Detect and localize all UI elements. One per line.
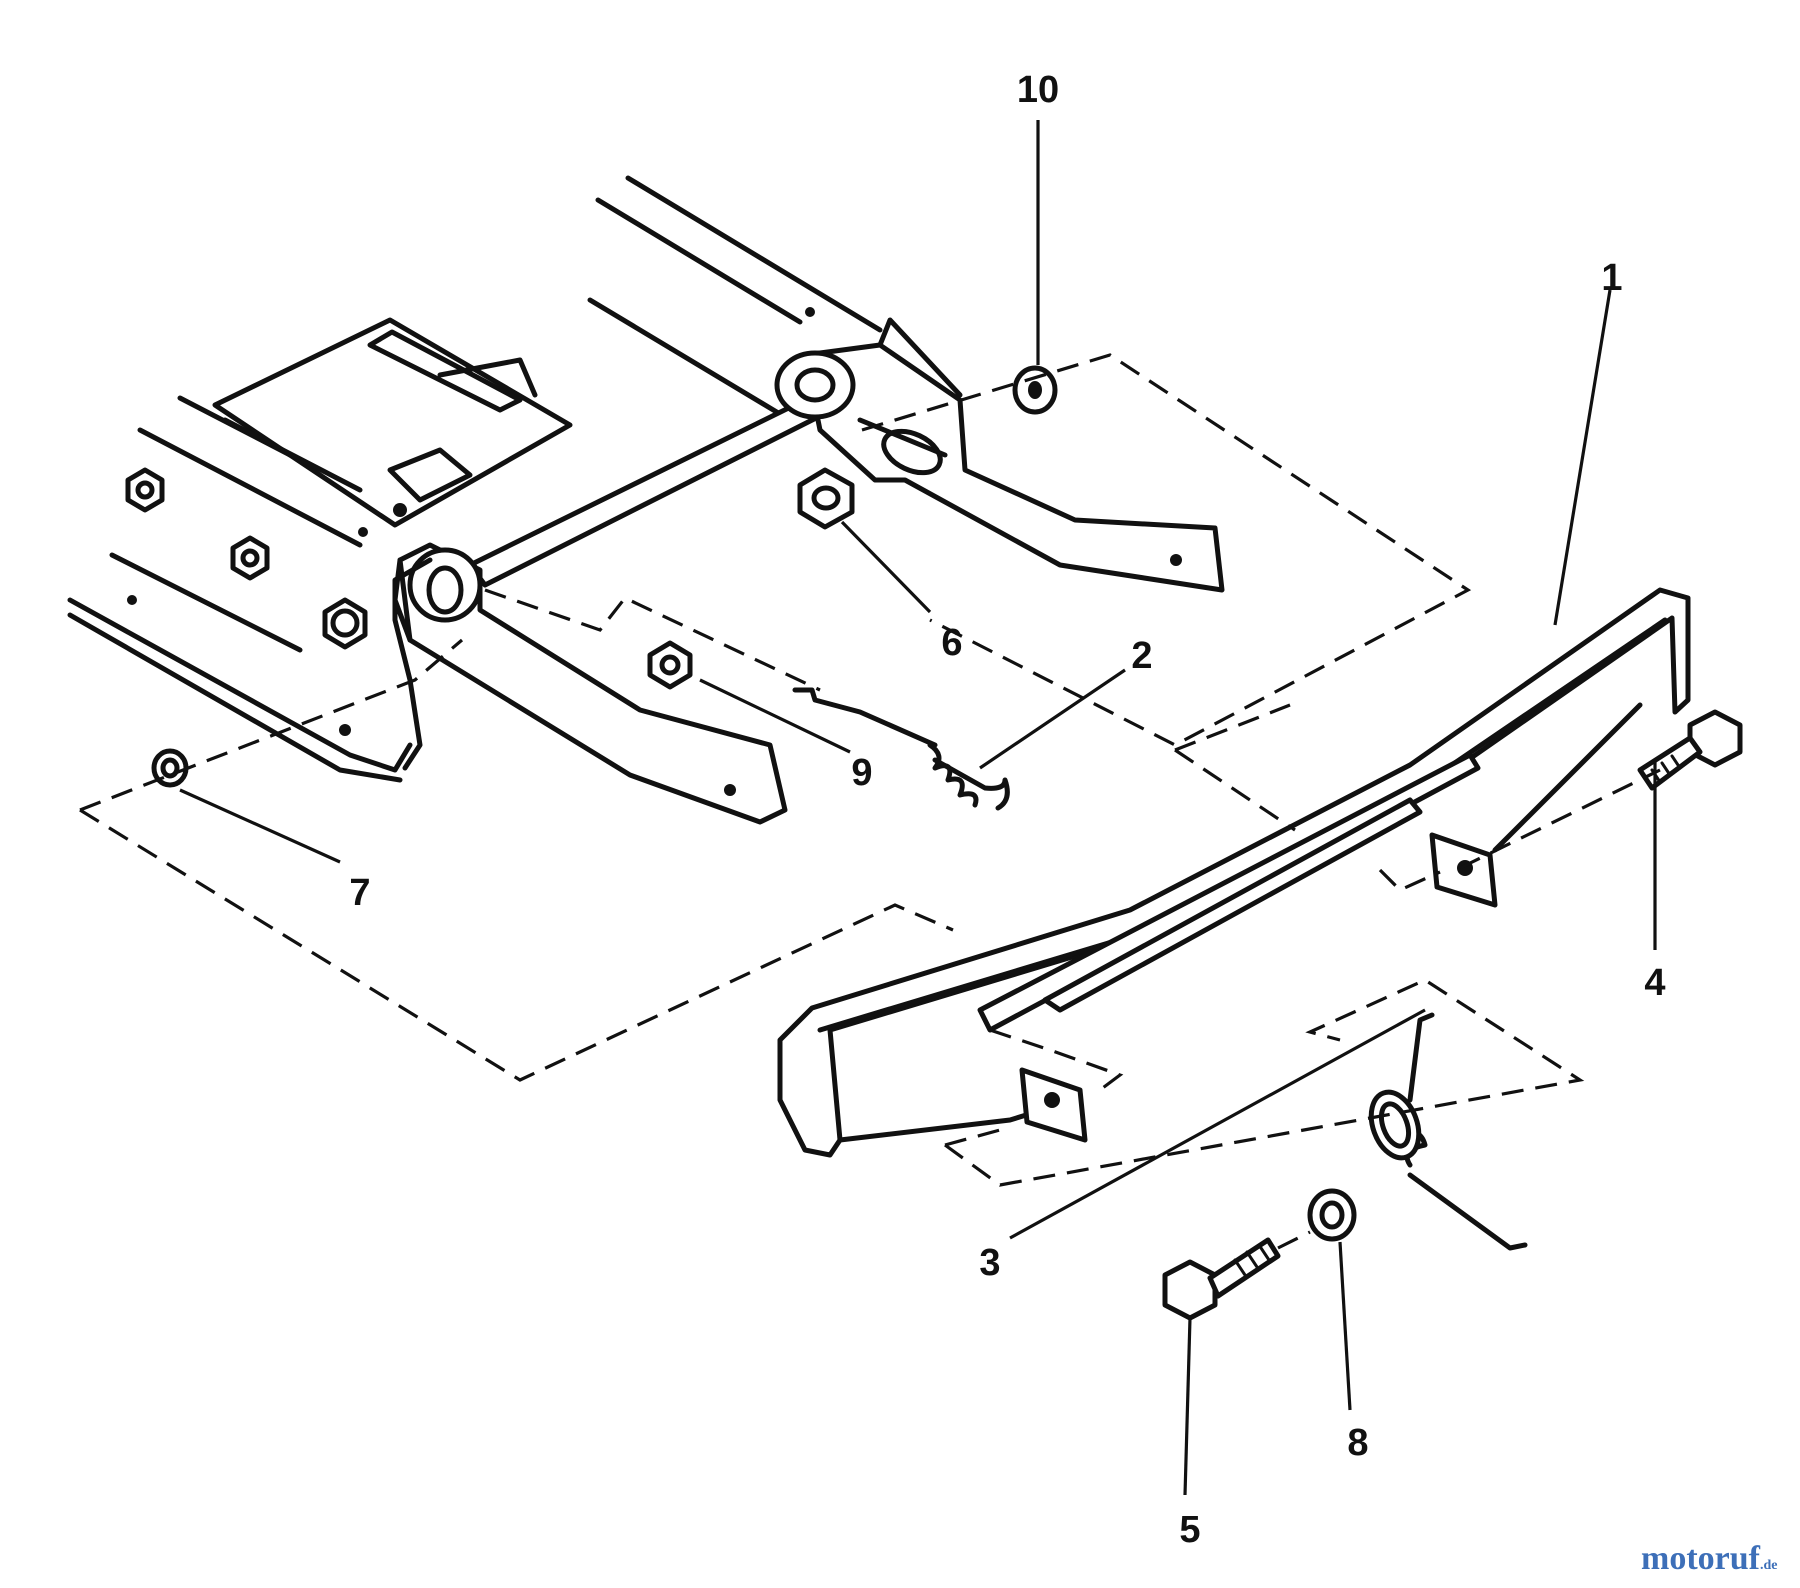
callout-6: 6 [941, 622, 962, 664]
callout-numbers: 10 1 2 6 9 7 4 3 8 5 [349, 69, 1665, 1551]
part-3-spring [1368, 1012, 1528, 1251]
part-2-spring [792, 687, 1010, 811]
callout-7: 7 [349, 872, 370, 914]
callout-4: 4 [1644, 962, 1665, 1004]
callout-10: 10 [1017, 69, 1059, 111]
frame-rails [67, 175, 883, 783]
watermark-tld: .de [1759, 1558, 1778, 1573]
watermark-main: motoruf [1641, 1540, 1760, 1577]
part-10-washer [1012, 365, 1058, 415]
callout-1: 1 [1601, 257, 1622, 299]
part-6-hex-nut [797, 467, 855, 530]
part-8-washer [1307, 1188, 1357, 1242]
lift-bar [777, 587, 1691, 1158]
part-5-bolt [1162, 1237, 1281, 1321]
frame-nuts [125, 467, 368, 650]
callout-8: 8 [1347, 1422, 1368, 1464]
front-lift-arm [392, 542, 788, 825]
callout-3: 3 [979, 1242, 1000, 1284]
watermark-logo: motoruf.de [1641, 1540, 1777, 1578]
lift-arm-wire [392, 557, 433, 771]
callout-9: 9 [851, 752, 872, 794]
assembly-outlines [79, 353, 1661, 1250]
mounting-plate [212, 317, 573, 528]
callout-5: 5 [1179, 1509, 1200, 1551]
callout-2: 2 [1131, 635, 1152, 677]
part-9-hex-nut [647, 640, 693, 690]
rear-lift-arm [774, 317, 1225, 593]
leader-lines [179, 120, 1657, 1496]
